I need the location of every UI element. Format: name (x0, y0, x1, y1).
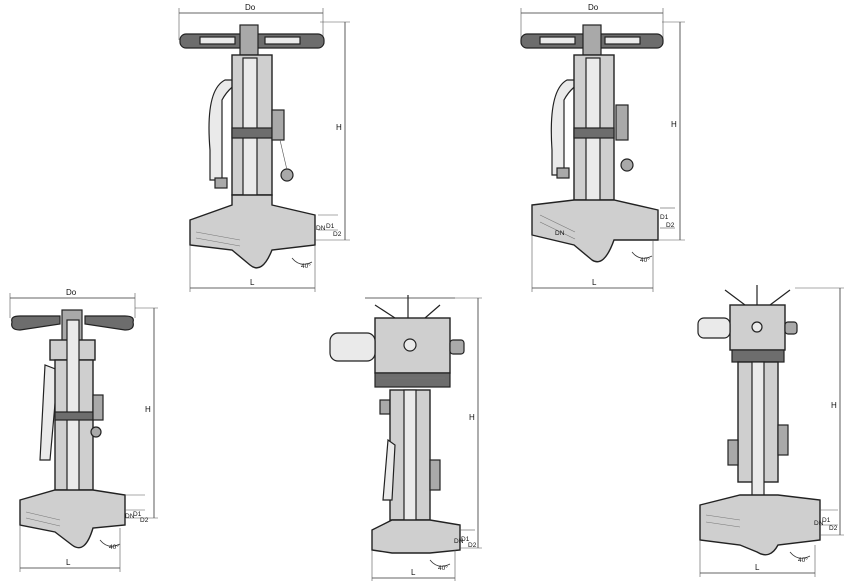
motor (329, 332, 376, 362)
h-label: H (336, 123, 342, 132)
d1-label: D1 (660, 214, 669, 221)
d2-label: D2 (333, 231, 342, 238)
l-label: L (250, 278, 255, 287)
valve-view-1: Do H DN D1 D2 40° L (178, 3, 350, 292)
angle-label: 40° (640, 256, 650, 264)
h-label: H (469, 413, 475, 422)
l-label: L (411, 568, 416, 577)
h-label: H (671, 120, 677, 129)
do-label: Do (66, 288, 77, 297)
actuator-crank (724, 285, 791, 306)
valve-body (531, 199, 659, 263)
do-label: Do (588, 3, 599, 12)
d2-label: D2 (829, 525, 838, 532)
l-label: L (592, 278, 597, 287)
angle-label: 40° (798, 556, 808, 564)
d2-label: D2 (140, 517, 149, 524)
valve-body (371, 519, 461, 554)
d1-label: D1 (822, 517, 831, 524)
h-label: H (831, 401, 837, 410)
valve-body (189, 194, 316, 269)
d1-label: D1 (461, 536, 470, 543)
d2-label: D2 (468, 542, 477, 549)
valve-body (19, 489, 126, 549)
stem (403, 389, 417, 531)
actuator-crank (374, 295, 441, 319)
valve-body (699, 494, 821, 556)
angle-label: 40° (438, 564, 448, 572)
handle-right (84, 315, 134, 331)
angle-label: 40° (301, 262, 311, 270)
valve-view-2: Do H DN D1 D2 40° L (520, 3, 685, 292)
d2-label: D2 (666, 222, 675, 229)
valve-view-4: H DN D1 D2 40° L (329, 295, 482, 581)
dn-label: DN (555, 230, 565, 237)
valve-view-3: Do H DN D1 D2 40° L (9, 288, 158, 572)
h-label: H (145, 405, 151, 414)
l-label: L (755, 563, 760, 572)
yoke-arm-left (39, 364, 59, 461)
do-label: Do (245, 3, 256, 12)
handle-left (11, 315, 61, 331)
motor (697, 317, 731, 339)
dn-label: DN (814, 520, 824, 527)
l-label: L (66, 558, 71, 567)
d1-label: D1 (133, 511, 142, 518)
d1-label: D1 (326, 223, 335, 230)
stem (751, 361, 765, 508)
valve-view-5: H DN D1 D2 40° L (697, 285, 844, 577)
dn-label: DN (125, 513, 135, 520)
dn-label: DN (454, 538, 464, 545)
stem-nut (582, 24, 602, 56)
stem-nut (239, 24, 259, 56)
dn-label: DN (316, 225, 326, 232)
angle-label: 40° (109, 543, 119, 551)
